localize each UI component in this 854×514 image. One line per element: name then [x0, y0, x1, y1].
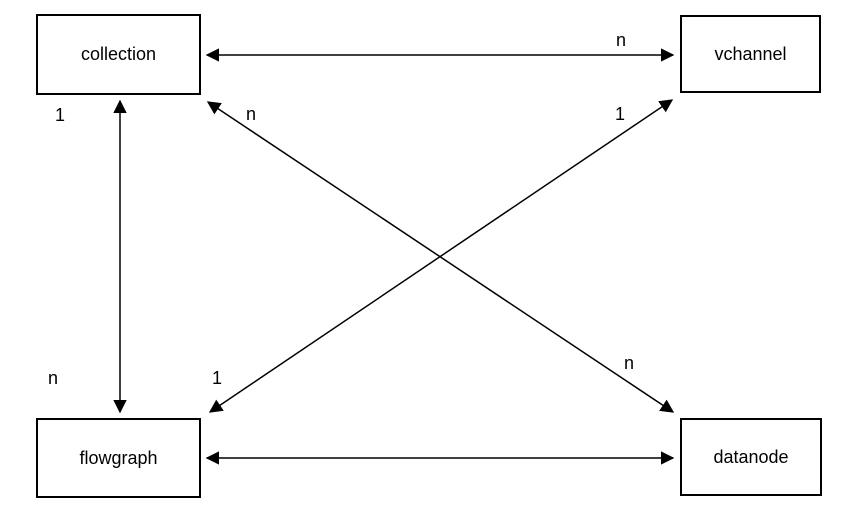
edge-vchannel-flowgraph: [208, 99, 674, 413]
node-datanode: datanode: [680, 418, 822, 496]
node-collection-label: collection: [80, 44, 157, 64]
multiplicity-collection-datanode-at-datanode: n: [624, 353, 635, 373]
multiplicity-collection-flowgraph-at-collection: 1: [55, 105, 66, 125]
node-flowgraph-label: flowgraph: [79, 447, 158, 468]
node-vchannel: vchannel: [680, 15, 821, 93]
node-datanode-label: datanode: [713, 446, 789, 467]
multiplicity-vchannel-flowgraph-at-flowgraph: 1: [212, 368, 223, 388]
node-vchannel-label: vchannel: [714, 43, 787, 64]
multiplicity-collection-datanode-at-collection: n: [246, 104, 257, 124]
multiplicity-collection-vchannel-at-vchannel: n: [616, 30, 627, 50]
multiplicity-vchannel-flowgraph-at-vchannel: 1: [615, 104, 626, 124]
multiplicity-collection-flowgraph-at-flowgraph: n: [48, 368, 59, 388]
node-collection: collection: [36, 14, 201, 95]
node-flowgraph: flowgraph: [36, 418, 201, 498]
